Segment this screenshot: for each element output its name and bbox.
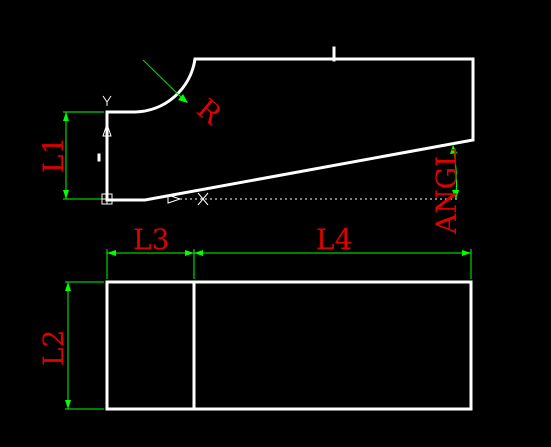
l4-dimension: L4 bbox=[194, 223, 472, 279]
l2-arrow-top bbox=[65, 282, 71, 291]
l1-label: L1 bbox=[37, 137, 70, 173]
l1-arrow-bottom bbox=[63, 190, 69, 199]
angle-label: ANGL bbox=[430, 148, 463, 235]
ucs-origin-icon bbox=[101, 193, 113, 205]
l1-arrow-top bbox=[63, 112, 69, 121]
l2-dimension: L2 bbox=[37, 281, 104, 410]
radius-dimension: R bbox=[142, 59, 229, 132]
l3-label: L3 bbox=[133, 223, 169, 256]
ucs-y-axis-icon bbox=[102, 95, 112, 194]
angle-arrow-top bbox=[450, 145, 457, 154]
l3-dimension: L3 bbox=[106, 223, 195, 279]
l2-label: L2 bbox=[37, 330, 70, 366]
snap-cross-icon bbox=[197, 192, 209, 206]
angle-dimension: ANGL bbox=[430, 145, 463, 235]
radius-label: R bbox=[191, 92, 229, 131]
l4-label: L4 bbox=[316, 223, 352, 256]
side-view bbox=[97, 46, 475, 202]
radius-arrowhead bbox=[178, 94, 188, 103]
direction-arrow-icon bbox=[167, 194, 182, 204]
top-view bbox=[105, 280, 473, 411]
side-view-outline bbox=[105, 57, 475, 202]
l2-arrow-bottom bbox=[65, 400, 71, 409]
radius-leader bbox=[142, 59, 185, 101]
top-view-outline bbox=[105, 280, 473, 411]
l1-dimension: L1 bbox=[37, 111, 104, 200]
l3-arrow-left bbox=[107, 250, 116, 256]
l4-arrow-right bbox=[462, 250, 471, 256]
l3-arrow-right bbox=[185, 250, 194, 256]
l4-arrow-left bbox=[194, 250, 203, 256]
angle-arrow-bottom bbox=[452, 190, 459, 199]
